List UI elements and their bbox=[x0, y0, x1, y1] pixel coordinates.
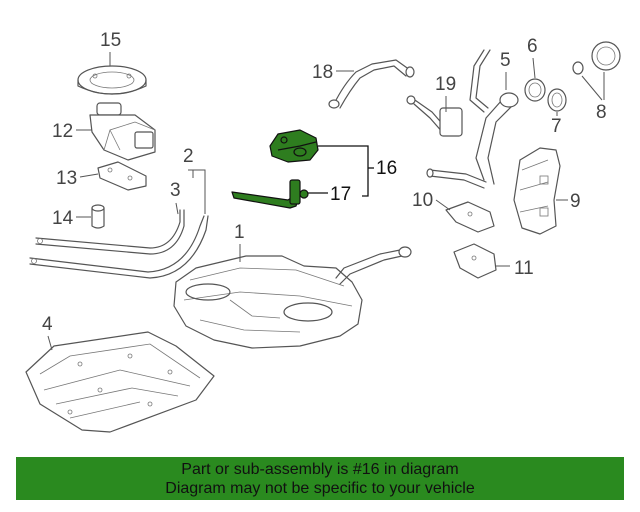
callout-5: 5 bbox=[500, 50, 511, 71]
part-19-breather[interactable] bbox=[406, 95, 463, 137]
callout-2: 2 bbox=[183, 146, 194, 167]
info-banner: Part or sub-assembly is #16 in diagram D… bbox=[16, 457, 624, 500]
part-4-protector[interactable] bbox=[25, 331, 215, 433]
banner-line-1: Part or sub-assembly is #16 in diagram bbox=[181, 460, 459, 478]
part-15-retainer[interactable] bbox=[77, 65, 147, 95]
callout-12: 12 bbox=[52, 121, 73, 142]
callout-16: 16 bbox=[376, 158, 397, 179]
callout-18: 18 bbox=[312, 62, 333, 83]
part-12-pump-module[interactable] bbox=[89, 102, 156, 161]
callout-6: 6 bbox=[527, 36, 538, 57]
callout-15: 15 bbox=[100, 30, 121, 51]
callout-8: 8 bbox=[596, 102, 607, 123]
part-16-sender-assembly[interactable] bbox=[269, 129, 319, 163]
banner-line-2: Diagram may not be specific to your vehi… bbox=[165, 479, 475, 497]
callout-11: 11 bbox=[514, 258, 534, 279]
callout-9: 9 bbox=[570, 191, 581, 212]
part-1-fuel-tank[interactable] bbox=[173, 246, 412, 349]
part-14-filter[interactable] bbox=[91, 204, 105, 229]
callout-19: 19 bbox=[435, 74, 456, 95]
part-10-bracket[interactable] bbox=[445, 201, 495, 233]
callout-4: 4 bbox=[42, 314, 53, 335]
part-5-filler-pipe[interactable] bbox=[426, 49, 519, 189]
part-17-sender-arm[interactable] bbox=[231, 179, 309, 209]
part-8-fuel-cap[interactable] bbox=[572, 41, 621, 75]
callout-1: 1 bbox=[234, 222, 245, 243]
part-2-3-straps[interactable] bbox=[29, 209, 209, 279]
callout-17: 17 bbox=[330, 184, 351, 205]
callout-10: 10 bbox=[412, 190, 433, 211]
part-11-bracket[interactable] bbox=[453, 243, 497, 279]
part-6-seal-ring[interactable] bbox=[524, 78, 546, 102]
callout-7: 7 bbox=[551, 116, 562, 137]
part-7-gasket[interactable] bbox=[547, 88, 567, 112]
callout-13: 13 bbox=[56, 168, 77, 189]
callout-14: 14 bbox=[52, 208, 74, 229]
callout-3: 3 bbox=[170, 180, 181, 201]
part-13-bracket[interactable] bbox=[97, 161, 147, 191]
parts-diagram: 15 12 13 14 2 3 bbox=[25, 30, 621, 433]
part-18-vent-hose[interactable] bbox=[328, 59, 415, 109]
part-9-housing[interactable] bbox=[513, 147, 561, 235]
